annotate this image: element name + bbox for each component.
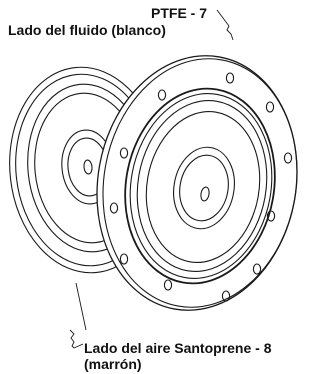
bolt-hole — [157, 89, 167, 101]
air-side-label-line1: Lado del aire Santoprene - 8 — [84, 340, 272, 356]
air-side-label-line2: (marrón) — [84, 356, 142, 372]
ptfe-leader — [216, 9, 234, 41]
bolt-hole — [221, 290, 231, 302]
bolt-hole — [119, 147, 129, 159]
bolt-hole — [266, 210, 276, 222]
bolt-hole — [163, 279, 173, 291]
bolt-hole — [109, 202, 119, 214]
ptfe-label: PTFE - 7 — [151, 5, 208, 21]
leader-lines — [69, 9, 234, 349]
air-side-leader — [69, 282, 87, 349]
bolt-hole — [225, 72, 235, 84]
ptfe-diaphragm — [96, 55, 298, 311]
bolt-hole — [119, 253, 129, 265]
fluid-side-label: Lado del fluido (blanco) — [8, 22, 166, 38]
bolt-hole — [252, 263, 262, 275]
bolt-hole — [265, 101, 275, 113]
bolt-hole — [283, 152, 293, 164]
bolt-holes — [109, 72, 293, 302]
